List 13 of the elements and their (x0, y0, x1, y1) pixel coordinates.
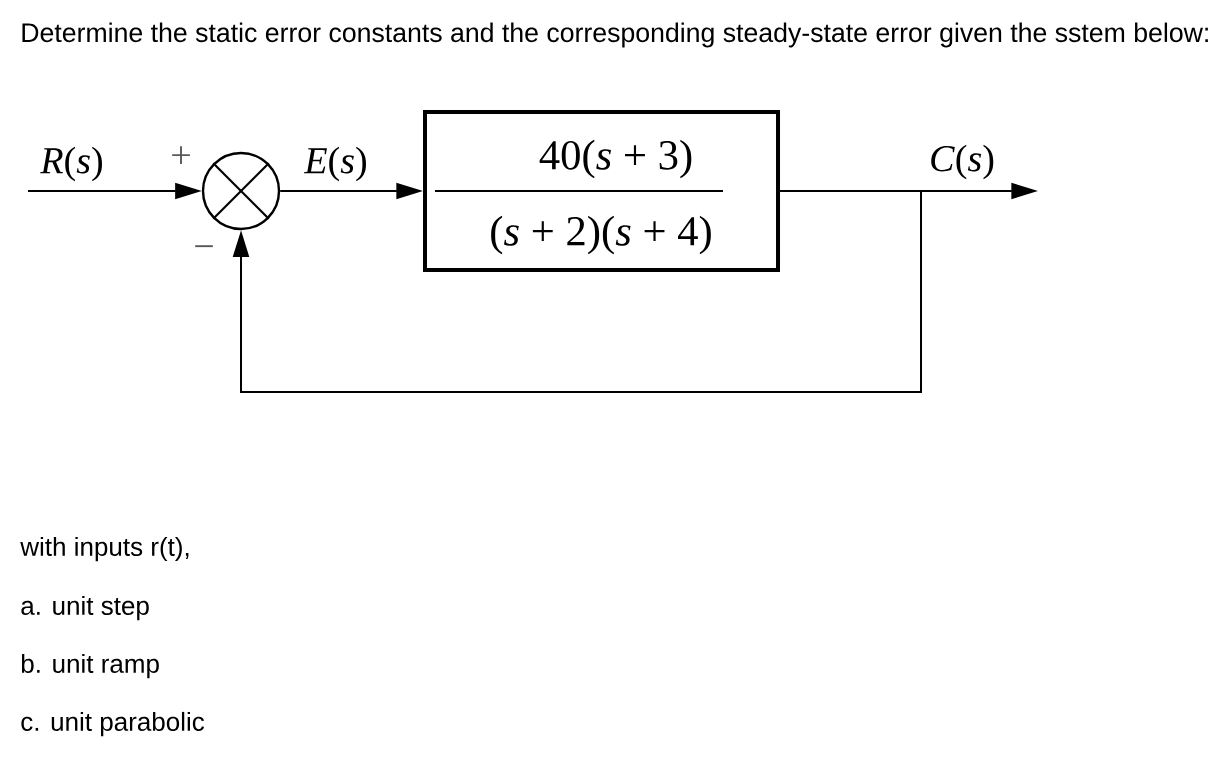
list-item: b. unit ramp (21, 653, 159, 679)
minus-sign: − (195, 245, 213, 248)
summing-junction (201, 151, 281, 231)
question-text: Determine the static error constants and the corresponding steady-state error given the sstem below: (22, 22, 1208, 48)
instruction-text: with inputs r(t), (20, 536, 189, 562)
signal-label: R(s) (39, 145, 105, 183)
plus-sign: + (172, 146, 190, 164)
list-item: c. unit parabolic (21, 711, 205, 737)
signal-label: E(s) (303, 145, 369, 183)
signal-label: C(s) (927, 143, 997, 181)
feedback-arrow (232, 190, 922, 393)
list-item: a. unit step (21, 595, 149, 621)
transfer-function-block: 40(s + 3) (s + 2)(s + 4) (423, 110, 780, 272)
